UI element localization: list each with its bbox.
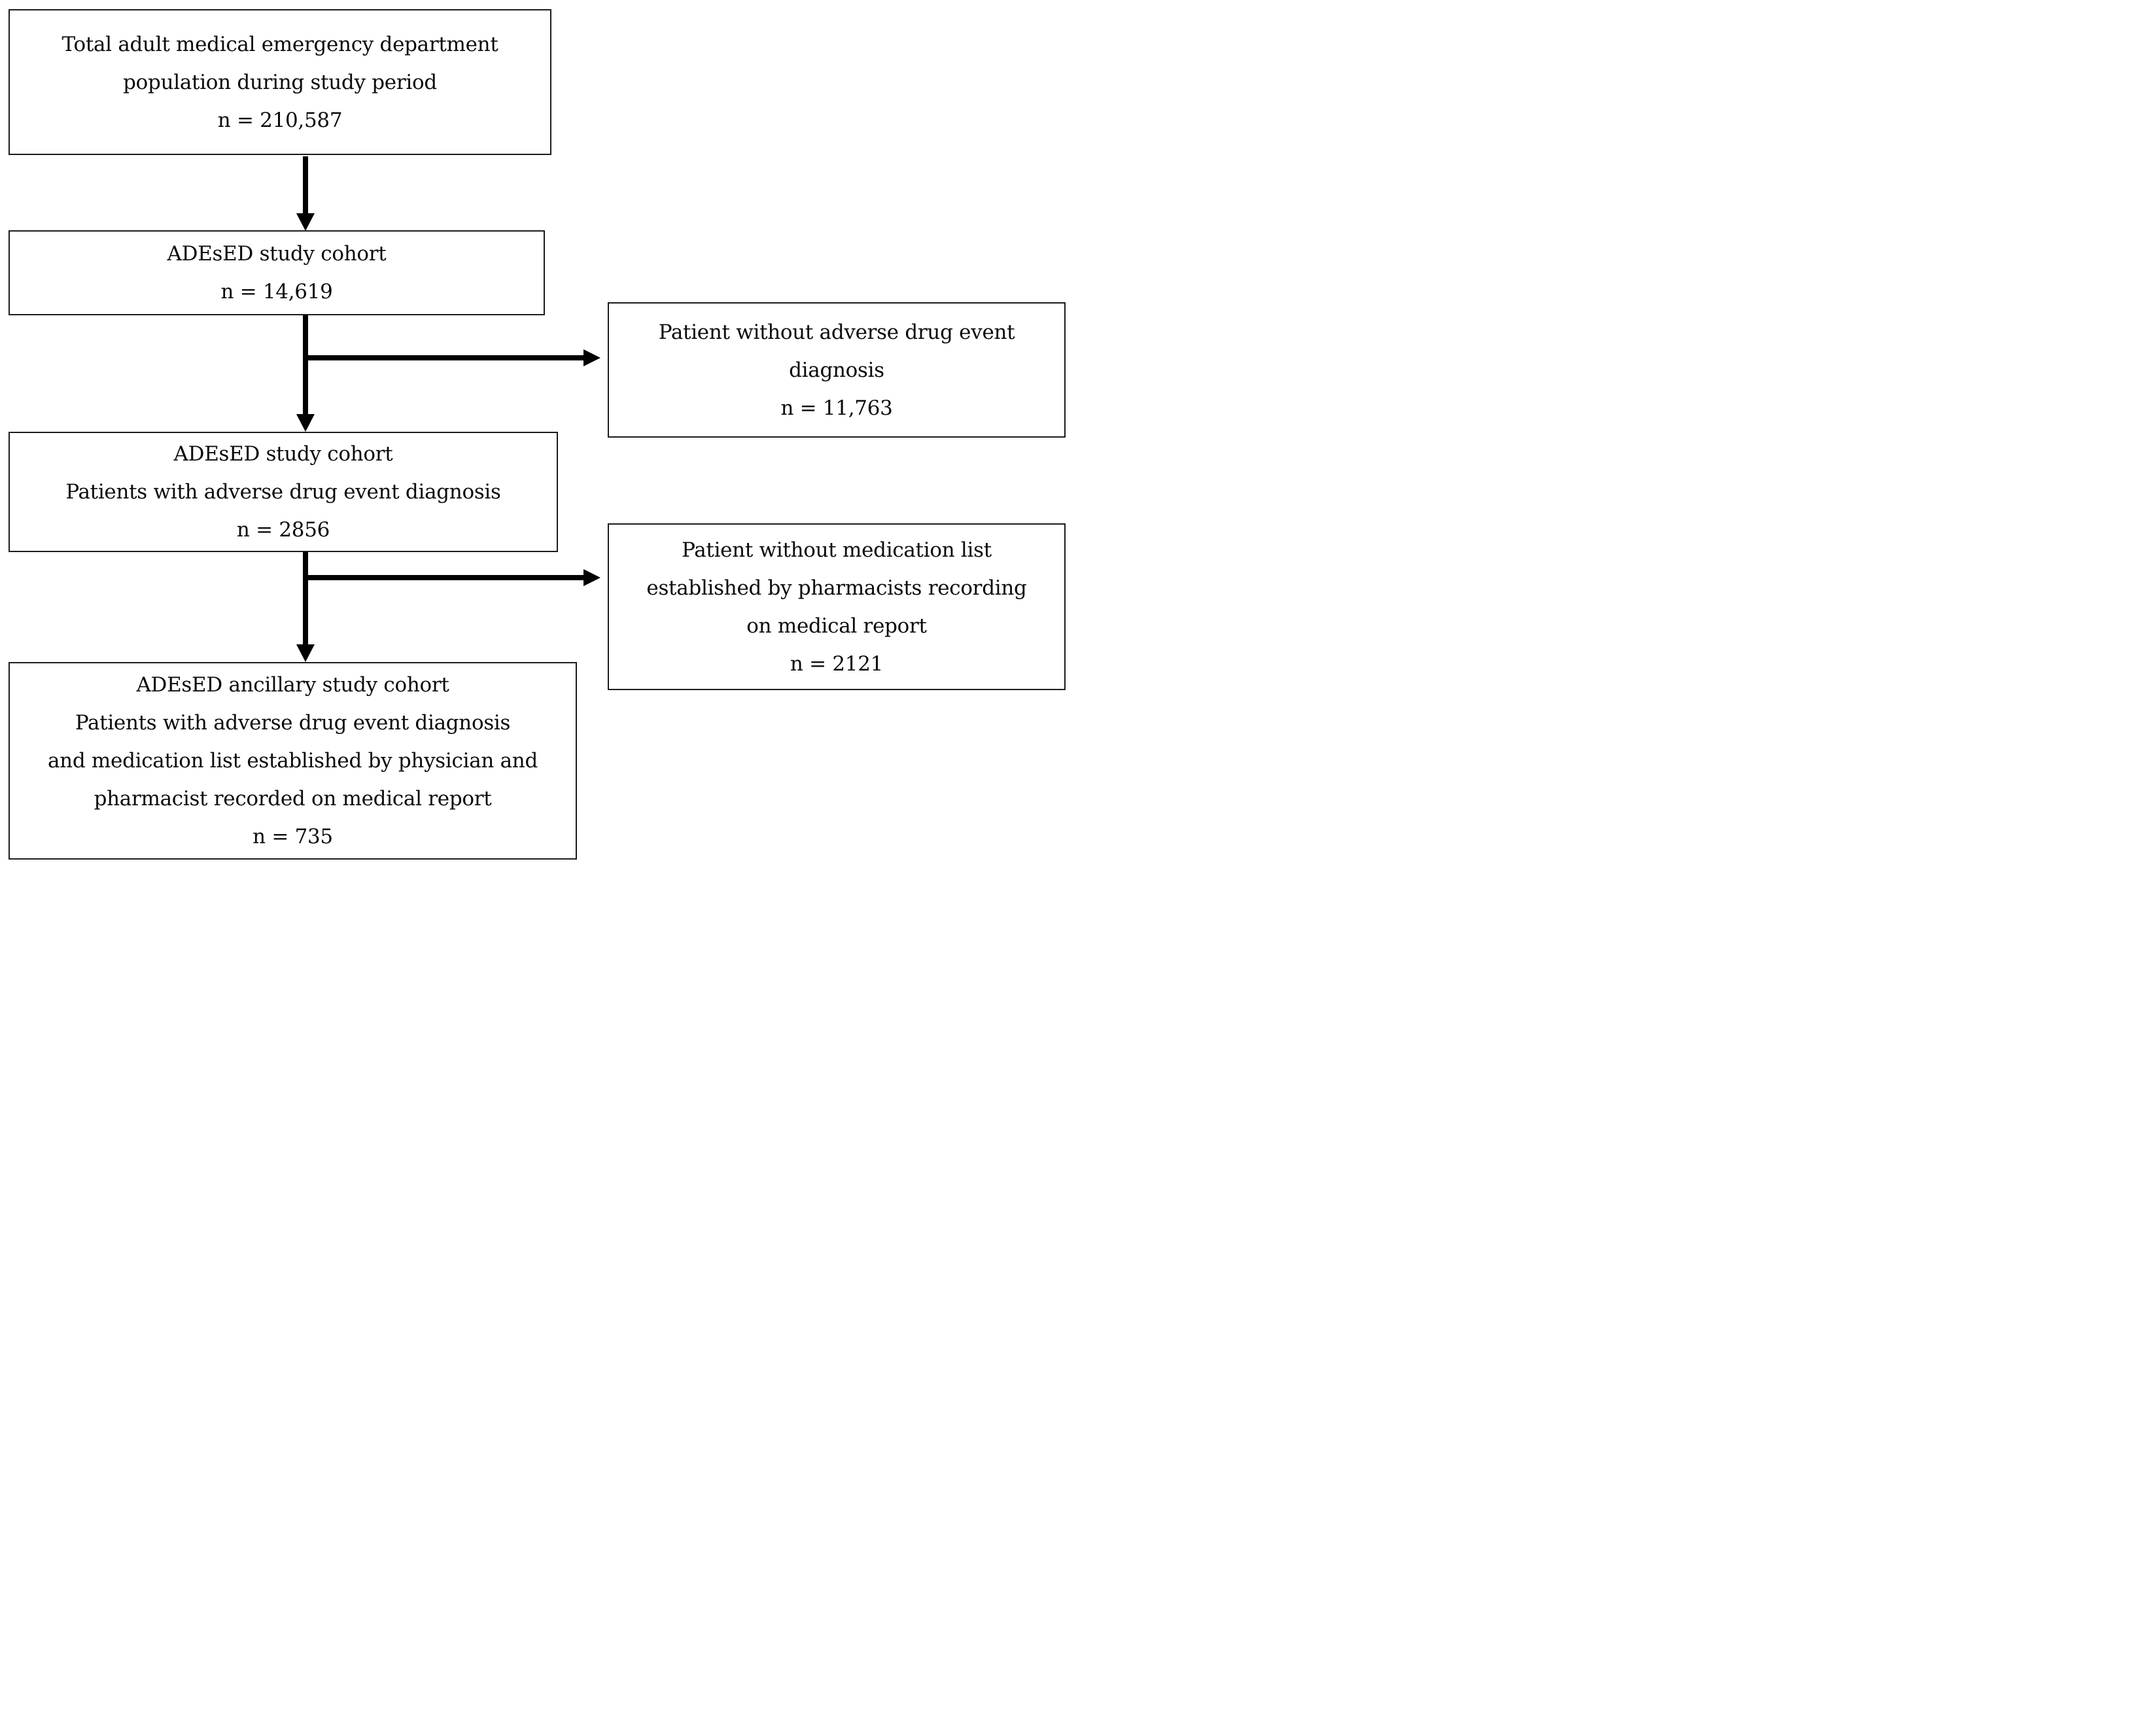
text-line: population during study period <box>123 70 437 94</box>
box-ancillary-study-cohort: ADEsED ancillary study cohort Patients w… <box>9 662 577 860</box>
n-count: n = 11,763 <box>780 396 893 420</box>
branch-to-no-ade-line <box>303 355 584 360</box>
box-total-ed-population: Total adult medical emergency department… <box>9 9 551 155</box>
n-count: n = 14,619 <box>220 280 333 304</box>
branch-to-no-medlist-line <box>303 575 584 580</box>
text-line: Patient without medication list <box>682 538 992 562</box>
text-line: Total adult medical emergency department <box>61 32 498 56</box>
text-line: diagnosis <box>789 358 884 382</box>
text-line: Patients with adverse drug event diagnos… <box>65 480 501 504</box>
text-line: pharmacist recorded on medical report <box>94 787 492 811</box>
text-line: ADEsED study cohort <box>173 442 393 466</box>
n-count: n = 210,587 <box>217 108 343 132</box>
arrowhead-right-icon <box>583 349 600 366</box>
text-line: on medical report <box>746 614 927 638</box>
box-adesed-study-cohort: ADEsED study cohort n = 14,619 <box>9 230 545 315</box>
text-line: established by pharmacists recording <box>646 576 1027 600</box>
text-line: ADEsED ancillary study cohort <box>136 673 449 697</box>
text-line: and medication list established by physi… <box>47 749 538 773</box>
flow-diagram: Total adult medical emergency department… <box>0 0 1078 864</box>
n-count: n = 735 <box>252 825 333 848</box>
text-line: Patients with adverse drug event diagnos… <box>75 711 511 735</box>
arrow-ade-to-ancillary-line <box>303 552 308 645</box>
arrowhead-down-icon <box>296 414 315 432</box>
text-line: ADEsED study cohort <box>167 242 387 266</box>
text-line: Patient without adverse drug event <box>658 320 1015 344</box>
box-ade-diagnosis-cohort: ADEsED study cohort Patients with advers… <box>9 432 558 552</box>
n-count: n = 2121 <box>790 652 884 676</box>
arrow-total-to-cohort-line <box>303 156 308 214</box>
box-excluded-no-ade-diagnosis: Patient without adverse drug event diagn… <box>608 302 1066 438</box>
box-excluded-no-medication-list: Patient without medication list establis… <box>608 523 1066 690</box>
arrowhead-right-icon <box>583 569 600 586</box>
arrowhead-down-icon <box>296 213 315 231</box>
arrow-cohort-to-ade-line <box>303 315 308 415</box>
n-count: n = 2856 <box>236 518 330 542</box>
arrowhead-down-icon <box>296 644 315 662</box>
